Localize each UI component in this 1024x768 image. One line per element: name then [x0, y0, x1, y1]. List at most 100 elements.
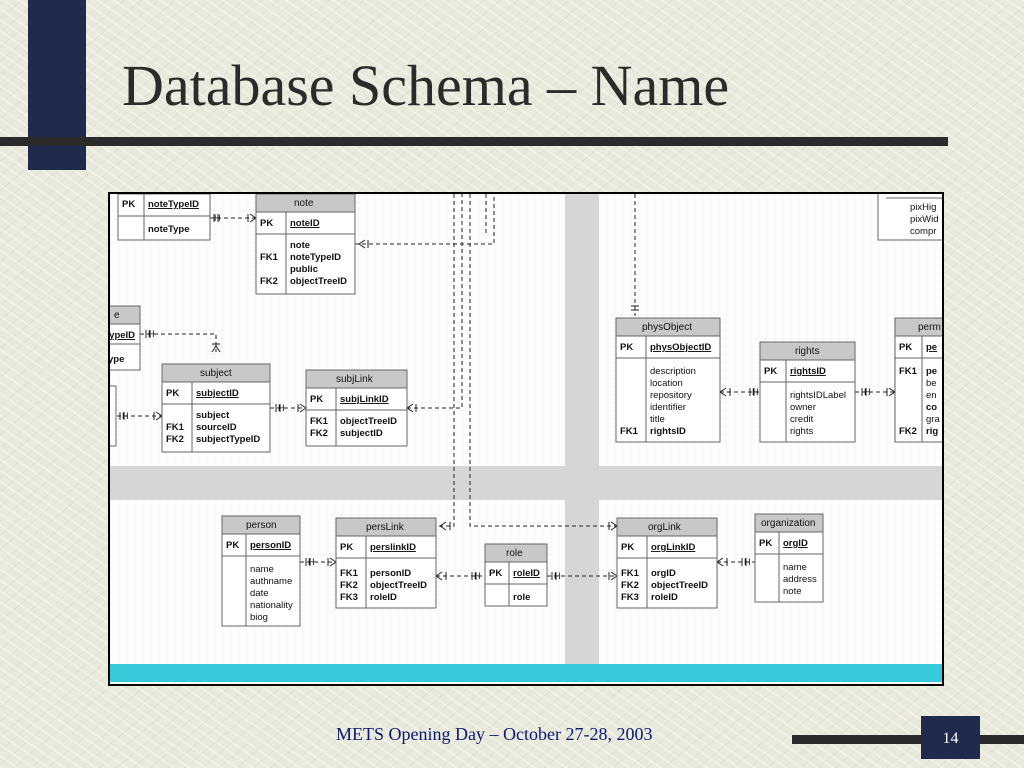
svg-text:FK2: FK2	[260, 276, 278, 287]
band-horizontal	[110, 466, 942, 500]
svg-text:H: H	[554, 571, 561, 581]
svg-text:FK1: FK1	[621, 568, 640, 579]
svg-text:role: role	[506, 548, 523, 559]
svg-text:noteID: noteID	[290, 218, 320, 229]
svg-text:PK: PK	[621, 542, 634, 553]
svg-text:PK: PK	[340, 542, 353, 553]
svg-text:authname: authname	[250, 576, 292, 587]
svg-text:co: co	[926, 402, 937, 413]
svg-text:physObject: physObject	[642, 322, 692, 333]
svg-text:PK: PK	[166, 388, 179, 399]
entity-perslink: persLink PK perslinkID FK1 FK2 FK3 perso…	[335, 517, 437, 609]
svg-text:date: date	[250, 588, 269, 599]
page-number: 14	[921, 716, 980, 759]
svg-text:pe: pe	[926, 366, 937, 377]
svg-text:credit: credit	[790, 414, 814, 425]
schema-diagram-canvas: H H H H H H H H H H PK noteTypeID noteTy…	[110, 194, 942, 684]
svg-text:FK2: FK2	[310, 428, 328, 439]
svg-text:H: H	[752, 387, 759, 397]
svg-text:gra: gra	[926, 414, 940, 425]
entity-rights: rights PK rightsID rightsIDLabel owner c…	[759, 341, 856, 443]
svg-text:note: note	[290, 240, 310, 251]
svg-text:perslinkID: perslinkID	[370, 542, 416, 553]
svg-text:orgLink: orgLink	[648, 522, 682, 533]
footer-text: METS Opening Day – October 27-28, 2003	[336, 724, 653, 744]
schema-diagram: H H H H H H H H H H PK noteTypeID noteTy…	[108, 192, 944, 686]
svg-text:personID: personID	[370, 568, 411, 579]
svg-text:compr: compr	[910, 226, 936, 237]
entity-perm-partial: perm PK pe FK1 FK2 pe be en co gra rig	[894, 317, 942, 443]
svg-text:FK2: FK2	[340, 580, 358, 591]
entity-orglink: orgLink PK orgLinkID FK1 FK2 FK3 orgID o…	[616, 517, 718, 609]
svg-text:FK1: FK1	[340, 568, 359, 579]
svg-text:objectTreeID: objectTreeID	[651, 580, 708, 591]
entity-top-right-partial: pixHig pixWid compr	[877, 194, 942, 241]
svg-text:H: H	[474, 571, 481, 581]
svg-text:PK: PK	[226, 540, 239, 551]
rel-tree-orglink	[469, 194, 617, 527]
svg-text:FK1: FK1	[899, 366, 918, 377]
footer-rule	[792, 735, 1024, 744]
svg-text:PK: PK	[764, 366, 777, 377]
svg-text:H: H	[864, 387, 871, 397]
svg-text:pixWid: pixWid	[910, 214, 939, 225]
svg-text:nationality: nationality	[250, 600, 293, 611]
svg-text:ype: ype	[110, 354, 124, 365]
svg-text:person: person	[246, 520, 277, 531]
svg-text:perm: perm	[918, 322, 941, 333]
title-rule	[0, 137, 948, 146]
cyan-bar	[110, 664, 942, 682]
svg-text:FK2: FK2	[899, 426, 917, 437]
svg-text:subjectTypeID: subjectTypeID	[196, 434, 260, 445]
svg-text:H: H	[148, 329, 155, 339]
svg-text:FK3: FK3	[621, 592, 639, 603]
svg-text:PK: PK	[759, 538, 772, 549]
svg-text:repository: repository	[650, 390, 692, 401]
svg-text:PK: PK	[620, 342, 633, 353]
svg-text:subjectID: subjectID	[340, 428, 383, 439]
svg-text:location: location	[650, 378, 683, 389]
svg-text:public: public	[290, 264, 318, 275]
svg-text:description: description	[650, 366, 696, 377]
svg-text:persLink: persLink	[366, 522, 405, 533]
svg-text:title: title	[650, 414, 665, 425]
svg-text:FK1: FK1	[260, 252, 279, 263]
entity-person: person PK personID name authname date na…	[221, 515, 301, 627]
entity-title: note	[294, 198, 314, 209]
svg-text:rightsID: rightsID	[790, 366, 826, 377]
entity-note: note PK noteID FK1 FK2 note noteTypeID p…	[255, 194, 356, 295]
svg-text:subjLink: subjLink	[336, 374, 374, 385]
field: noteType	[148, 224, 190, 235]
svg-text:subjectID: subjectID	[196, 388, 239, 399]
svg-text:name: name	[250, 564, 274, 575]
svg-text:H: H	[214, 213, 221, 223]
svg-text:PK: PK	[899, 342, 912, 353]
svg-text:identifier: identifier	[650, 402, 686, 413]
svg-text:H: H	[122, 411, 129, 421]
svg-text:FK1: FK1	[310, 416, 329, 427]
svg-text:PK: PK	[310, 394, 323, 405]
entity-subject: subject PK subjectID FK1 FK2 subject sou…	[161, 363, 271, 453]
svg-text:en: en	[926, 390, 937, 401]
svg-text:subjLinkID: subjLinkID	[340, 394, 389, 405]
svg-text:pe: pe	[926, 342, 937, 353]
svg-text:rightsID: rightsID	[650, 426, 686, 437]
svg-text:rights: rights	[790, 426, 813, 437]
svg-text:FK3: FK3	[340, 592, 358, 603]
svg-text:be: be	[926, 378, 937, 389]
svg-text:H: H	[744, 557, 751, 567]
entity-physobject: physObject PK physObjectID FK1 descripti…	[615, 317, 721, 443]
svg-text:owner: owner	[790, 402, 816, 413]
svg-text:objectTreeID: objectTreeID	[370, 580, 427, 591]
svg-text:orgID: orgID	[783, 538, 808, 549]
svg-text:rights: rights	[795, 346, 819, 357]
entity-notetype: PK noteTypeID noteType	[117, 194, 211, 241]
svg-text:role: role	[513, 592, 530, 603]
slide-title: Database Schema – Name	[122, 53, 730, 118]
svg-text:FK1: FK1	[166, 422, 185, 433]
entity-subjlink: subjLink PK subjLinkID FK1 FK2 objectTre…	[305, 369, 408, 447]
svg-text:rightsIDLabel: rightsIDLabel	[790, 390, 846, 401]
svg-text:roleID: roleID	[651, 592, 678, 603]
svg-text:FK1: FK1	[620, 426, 639, 437]
entity-left-partial: e typeID ype	[110, 305, 141, 371]
